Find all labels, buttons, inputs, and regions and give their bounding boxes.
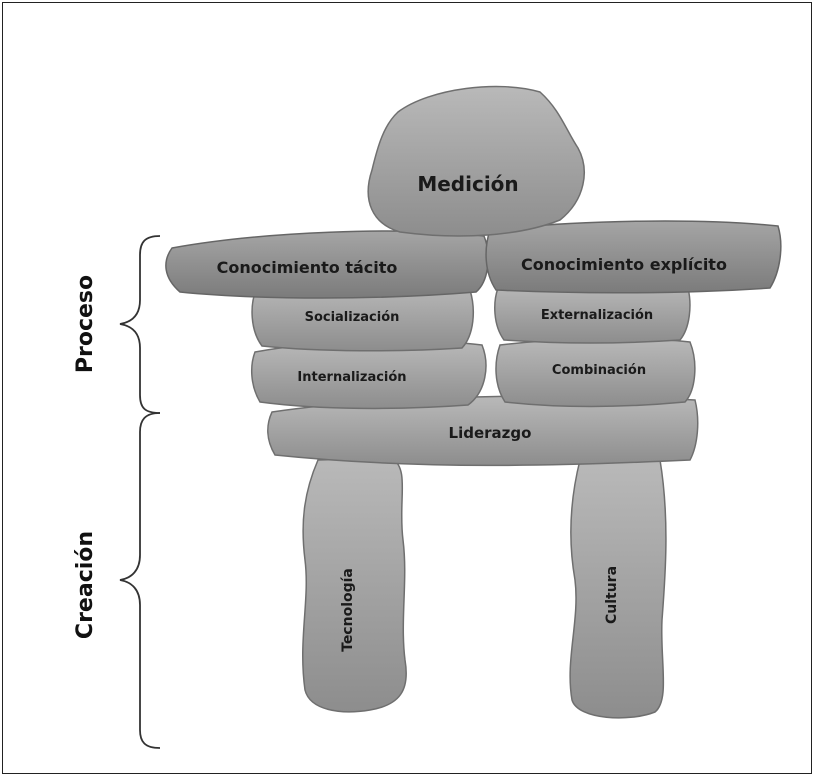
right-lower-label: Combinación bbox=[552, 363, 646, 378]
left-arm-label: Conocimiento tácito bbox=[217, 258, 398, 277]
creation-section-label: Creación bbox=[73, 531, 98, 639]
left-upper-label: Socialización bbox=[305, 310, 400, 325]
top-stone bbox=[367, 85, 585, 237]
left-leg-label: Tecnología bbox=[340, 568, 356, 652]
right-arm-label: Conocimiento explícito bbox=[521, 255, 727, 274]
left-leg-stone bbox=[302, 457, 407, 713]
right-leg-label: Cultura bbox=[604, 566, 620, 624]
base-bar-label: Liderazgo bbox=[449, 424, 532, 442]
right-upper-label: Externalización bbox=[541, 308, 653, 323]
left-lower-label: Internalización bbox=[297, 370, 406, 385]
right-leg-stone bbox=[569, 459, 667, 719]
left-arm-stone bbox=[165, 230, 489, 299]
process-section-label: Proceso bbox=[73, 275, 98, 373]
creation-brace bbox=[119, 412, 161, 749]
process-brace bbox=[119, 235, 161, 414]
top-stone-label: Medición bbox=[417, 172, 518, 196]
right-arm-stone bbox=[485, 220, 782, 294]
